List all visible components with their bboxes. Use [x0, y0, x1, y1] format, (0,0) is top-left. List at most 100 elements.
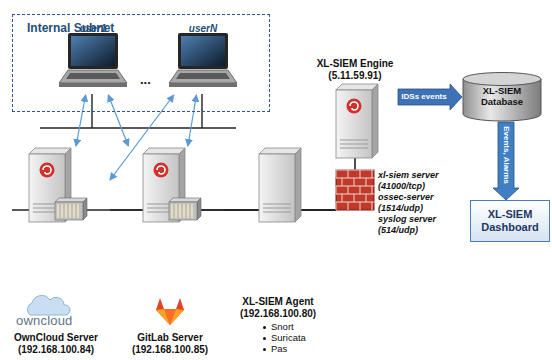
firewall-icon-part — [336, 202, 337, 210]
firewall-icon-part — [360, 170, 361, 178]
node-label: XL-SIEM Engine (5.11.59.91) — [312, 58, 398, 82]
server-icon-part — [347, 99, 362, 114]
laptop-stub — [91, 94, 92, 128]
node-label: syslog server (514/udp) — [378, 214, 468, 236]
server-icon-part — [263, 204, 291, 205]
server-icon-part — [179, 204, 181, 218]
laptop-icon-part — [59, 83, 127, 87]
node-label: GitLab Server (192.168.100.85) — [116, 332, 224, 355]
node-text: user1 — [53, 17, 133, 41]
firewall-icon-part — [336, 186, 337, 194]
database-cylinder-part — [463, 73, 541, 86]
server-icon-part — [340, 148, 368, 149]
node-text: xl-siem server (41000/tcp)ossec-server (… — [378, 170, 468, 236]
gitlab-logo-part — [170, 309, 184, 325]
laptop-icon — [168, 33, 238, 93]
tool-item: Suricata — [262, 333, 306, 344]
firewall-icon-part — [366, 178, 367, 186]
user-laptop: user1 — [53, 17, 133, 95]
firewall-icon-part — [354, 194, 355, 202]
node-label: ossec-server (1514/udp) — [378, 192, 468, 214]
server-icon-part — [154, 163, 169, 178]
server-icon-part — [57, 204, 59, 218]
firewall-icon-part — [336, 170, 374, 210]
server-icon-part — [336, 84, 378, 90]
server-icon-part — [55, 202, 83, 220]
laptop-icon-part — [169, 83, 237, 87]
server-icon-part — [29, 148, 71, 154]
server-icon-part — [157, 166, 165, 174]
node-label: XL-SIEM Database — [462, 85, 542, 107]
node-text: GitLab Server (192.168.100.85) — [116, 332, 224, 355]
firewall-icon-part — [336, 202, 374, 203]
server-icon-part — [263, 212, 291, 213]
node-label: XL-SIEM Agent (192.168.100.80) — [222, 296, 334, 319]
server-icon — [255, 146, 319, 224]
server-icon — [25, 146, 89, 224]
firewall-icon-part — [336, 170, 374, 171]
node-text: XL-SIEM Agent (192.168.100.80) — [222, 296, 334, 319]
server-icon-part — [143, 148, 185, 154]
traffic-arrow — [188, 95, 197, 146]
firewall-icon-part — [366, 194, 367, 202]
laptop-icon-part — [59, 70, 127, 83]
laptop-icon-part — [178, 33, 228, 69]
laptop-icon-part — [66, 73, 120, 79]
server-icon-part — [372, 84, 378, 158]
firewall-icon-part — [348, 202, 349, 210]
tool-item: Pas — [262, 344, 287, 355]
laptop-icon-part — [68, 33, 118, 69]
node-text: OwnCloud Server (192.168.100.84) — [2, 332, 110, 355]
server-icon-part — [295, 148, 301, 222]
block-arrow — [398, 84, 462, 110]
laptop-icon — [58, 33, 128, 93]
server-icon-part — [43, 166, 51, 174]
firewall-icon-part — [348, 186, 349, 194]
node-label: Internal Subnet — [27, 21, 255, 35]
firewall-icon-part — [372, 202, 373, 210]
server-icon-part — [55, 198, 87, 202]
network-link — [354, 158, 356, 170]
firewall-icon — [336, 170, 374, 210]
traffic-arrow — [76, 95, 86, 146]
firewall-icon-part — [336, 186, 374, 187]
arrow-label: IDSs events — [400, 92, 447, 102]
node-label: XL-SIEM Dashboard — [474, 208, 546, 234]
node-text: XL-SIEM Dashboard — [471, 208, 549, 234]
server-icon-part — [169, 202, 197, 220]
server-icon — [332, 82, 396, 160]
firewall: xl-siem server (41000/tcp)ossec-server (… — [336, 170, 470, 240]
server-icon-part — [83, 198, 87, 220]
node-label: OwnCloud Server (192.168.100.84) — [2, 332, 110, 355]
firewall-icon-part — [354, 178, 355, 186]
laptop-stub — [201, 94, 202, 128]
node-label: xl-siem server (41000/tcp) — [378, 170, 468, 192]
server-icon-part — [340, 140, 368, 141]
siem-engine-server: XL-SIEM Engine (5.11.59.91) — [312, 58, 398, 158]
server-icon-part — [259, 154, 295, 222]
node-text: Internal Subnet — [13, 15, 269, 41]
dashboard-box: XL-SIEM Dashboard — [470, 200, 550, 242]
logo-wordmark: owncloud — [16, 313, 73, 328]
server-icon-part — [171, 204, 173, 218]
server-icon-part — [340, 144, 368, 145]
server-icon-part — [350, 102, 358, 110]
server-icon-part — [77, 204, 79, 218]
server-icon-part — [40, 163, 55, 178]
server-icon-part — [191, 204, 193, 218]
firewall-icon-part — [372, 186, 373, 194]
firewall-icon-part — [342, 194, 343, 202]
firewall-icon-part — [342, 178, 343, 186]
laptop-icon-part — [181, 36, 225, 66]
firewall-icon-part — [360, 202, 361, 210]
node-text: XL-SIEM Database — [462, 72, 542, 107]
server-icon-part — [183, 204, 185, 218]
subnet-region: Internal Subnetuser1userN — [12, 14, 270, 112]
subnet-bus — [40, 127, 236, 129]
laptop-icon-part — [176, 73, 230, 79]
firewall-icon-part — [336, 170, 337, 178]
server-icon-part — [69, 204, 71, 218]
database-cylinder: XL-SIEM Database — [462, 72, 542, 122]
gitlab-server: GitLab Server (192.168.100.85) — [116, 146, 224, 358]
